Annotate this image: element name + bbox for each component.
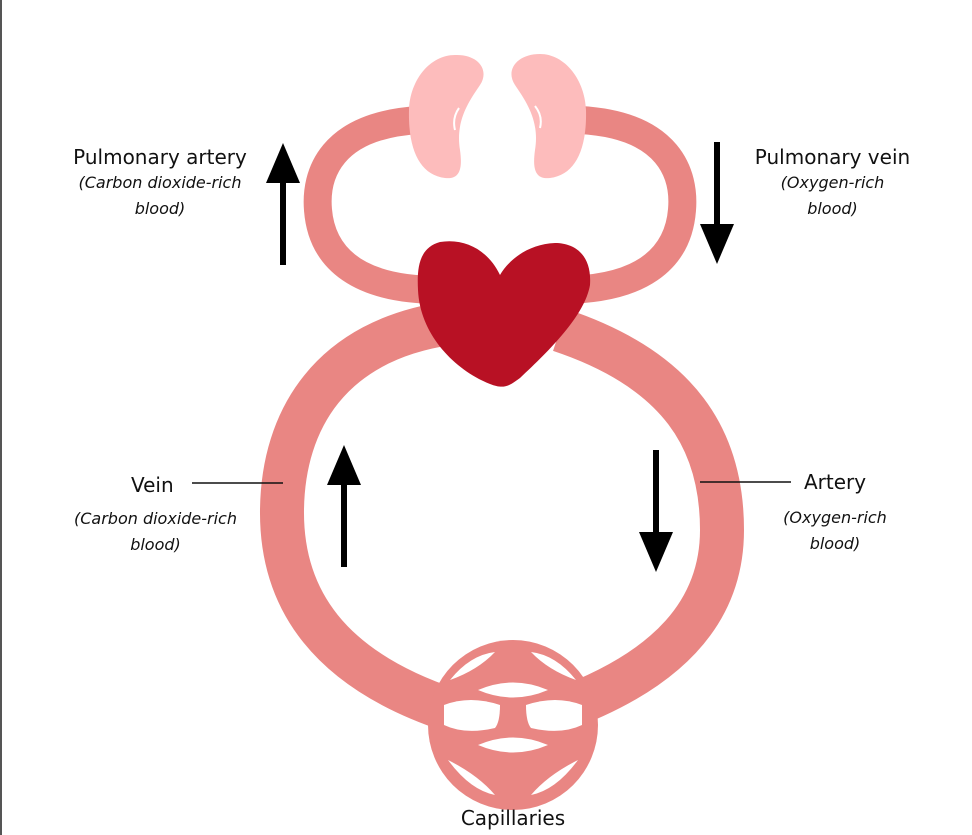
capillaries-icon [428,640,598,810]
systemic-loop-vein [259,301,458,731]
vein-label: Vein (Carbon dioxide-rich blood) [38,472,273,558]
pulmonary-loop-left [303,106,441,304]
pulmonary-vein-label: Pulmonary vein (Oxygen-rich blood) [735,144,930,222]
arrow-down-pulmonary-vein-icon [700,142,734,264]
artery-label: Artery (Oxygen-rich blood) [760,469,910,557]
pulmonary-artery-title: Pulmonary artery [73,145,247,169]
right-lung-icon [511,54,587,179]
left-lung-icon [408,54,484,179]
arrow-down-artery-icon [639,450,673,572]
vein-subtitle-2: blood) [130,535,181,554]
pulmonary-artery-label: Pulmonary artery (Carbon dioxide-rich bl… [40,144,280,222]
arrow-up-vein-icon [327,445,361,567]
vein-subtitle-1: (Carbon dioxide-rich [73,509,237,528]
frame-border [0,0,2,835]
capillaries-label: Capillaries [460,806,566,830]
lungs-icon [408,54,587,179]
pulmonary-vein-subtitle-1: (Oxygen-rich [780,173,885,192]
heart-icon [417,241,591,387]
arrow-up-pulmonary-artery-icon [266,143,300,265]
pulmonary-artery-subtitle-1: (Carbon dioxide-rich [78,173,242,192]
artery-subtitle-2: blood) [809,534,861,553]
pulmonary-vein-subtitle-2: blood) [807,199,858,218]
systemic-loop-artery [552,309,745,731]
pulmonary-loop-right [559,106,697,304]
artery-title: Artery [804,470,867,494]
pulmonary-vein-title: Pulmonary vein [754,145,911,169]
artery-subtitle-1: (Oxygen-rich [783,508,887,527]
pulmonary-artery-subtitle-2: blood) [134,199,186,218]
vein-title: Vein [131,473,174,497]
